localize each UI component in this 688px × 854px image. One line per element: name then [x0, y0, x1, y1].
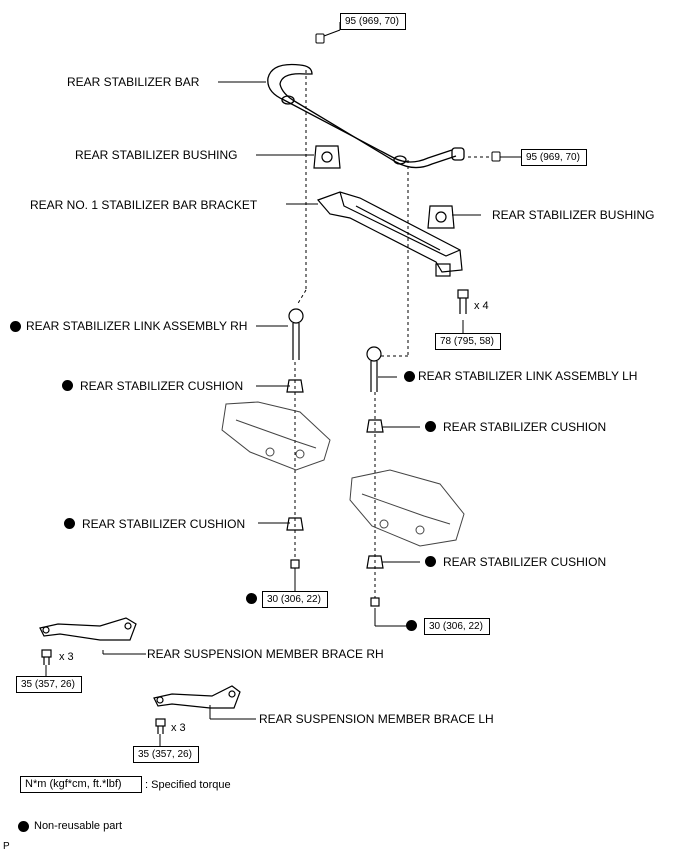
stabilizer-bar [267, 63, 465, 169]
top-nut-drawing [315, 33, 325, 44]
torque-top-nut: 95 (969, 70) [340, 13, 406, 30]
legend-torque-box: N*m (kgf*cm, ft.*lbf) [20, 776, 142, 793]
brace-rh-drawing [39, 617, 137, 641]
nonreusable-dot-link-lh [404, 371, 415, 382]
torque-brace-rh-bolt: 35 (357, 26) [16, 676, 82, 693]
nonreusable-dot-cushion-lh-lower [425, 556, 436, 567]
label-rear-no1-stabilizer-bar-bracket: REAR NO. 1 STABILIZER BAR BRACKET [30, 198, 258, 212]
legend-torque-text: : Specified torque [145, 779, 231, 791]
torque-brace-lh-bolt: 35 (357, 26) [133, 746, 199, 763]
leader-lines [45, 22, 521, 746]
nonreusable-dot-link-rh [10, 321, 21, 332]
label-rear-stabilizer-link-lh: REAR STABILIZER LINK ASSEMBLY LH [418, 369, 638, 383]
label-cushion-rh-upper: REAR STABILIZER CUSHION [80, 379, 244, 393]
dashed-paths [294, 70, 492, 598]
label-rear-suspension-member-brace-rh: REAR SUSPENSION MEMBER BRACE RH [147, 647, 384, 661]
brace-lh-drawing [153, 685, 241, 709]
multiplier-bracket-bolt: x 4 [474, 300, 489, 312]
legend-nonreusable-text: Non-reusable part [34, 820, 123, 832]
brace-bolt-drawings [41, 649, 166, 734]
bushing-right-drawing [427, 205, 455, 229]
multiplier-brace-rh-bolt: x 3 [59, 651, 74, 663]
nonreusable-dot-cushion-rh-upper [62, 380, 73, 391]
label-cushion-lh-upper: REAR STABILIZER CUSHION [443, 420, 607, 434]
link-lh-drawing [366, 346, 382, 392]
torque-right-nut: 95 (969, 70) [521, 149, 587, 166]
label-rear-stabilizer-link-rh: REAR STABILIZER LINK ASSEMBLY RH [26, 319, 248, 333]
label-cushion-rh-lower: REAR STABILIZER CUSHION [82, 517, 246, 531]
right-nut-drawing [491, 151, 501, 162]
nonreusable-dot-cushion-lh-upper [425, 421, 436, 432]
label-cushion-lh-lower: REAR STABILIZER CUSHION [443, 555, 607, 569]
nonreusable-dot-cushion-rh-lower [64, 518, 75, 529]
label-rear-suspension-member-brace-lh: REAR SUSPENSION MEMBER BRACE LH [259, 712, 494, 726]
label-rear-stabilizer-bushing-right: REAR STABILIZER BUSHING [492, 208, 655, 222]
legend-nonreusable-dot [18, 821, 29, 832]
torque-bracket-bolt: 78 (795, 58) [435, 333, 501, 350]
cushion-drawings [286, 379, 384, 569]
label-rear-stabilizer-bar: REAR STABILIZER BAR [67, 75, 200, 89]
suspension-arm-rh-drawing [221, 401, 331, 471]
corner-mark: P [3, 841, 10, 852]
lower-nut-drawings [290, 559, 380, 607]
bushing-left-drawing [313, 145, 341, 169]
torque-nut-rh: 30 (306, 22) [262, 591, 328, 608]
bracket-bolt-drawing [457, 289, 469, 314]
label-rear-stabilizer-bushing-left: REAR STABILIZER BUSHING [75, 148, 238, 162]
torque-nut-lh: 30 (306, 22) [424, 618, 490, 635]
multiplier-brace-lh-bolt: x 3 [171, 722, 186, 734]
nonreusable-dot-nut-rh [246, 593, 257, 604]
bracket-drawing [316, 191, 463, 277]
link-rh-drawing [288, 308, 304, 360]
suspension-arm-lh-drawing [349, 469, 465, 547]
nonreusable-dot-nut-lh [406, 620, 417, 631]
